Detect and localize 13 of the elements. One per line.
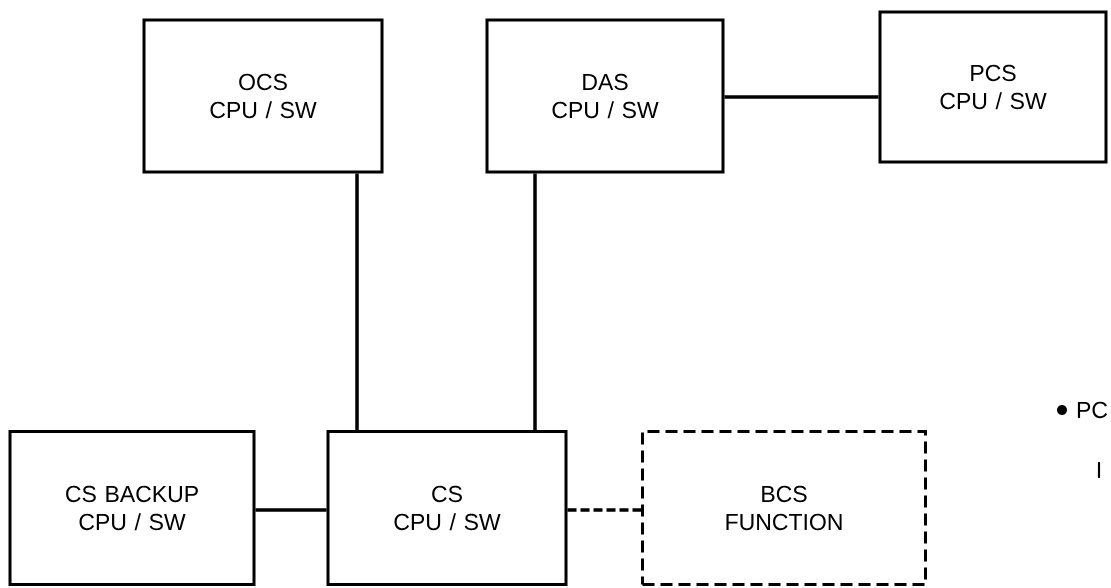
connector-line [567, 508, 641, 512]
block-box: DAS CPU / SW [485, 18, 725, 174]
connector-line [533, 173, 537, 430]
block-box: CS CPU / SW [326, 430, 568, 586]
connector-line [255, 508, 327, 512]
block-box: PCS CPU / SW [878, 10, 1108, 164]
block-box: OCS CPU / SW [142, 18, 384, 174]
block-box: BCS FUNCTION [641, 430, 927, 586]
block-box: CS BACKUP CPU / SW [8, 430, 256, 586]
connector-line [724, 95, 879, 99]
label-text: I [1097, 462, 1101, 478]
label-text: PC [1077, 401, 1108, 419]
connector-line [355, 173, 359, 430]
